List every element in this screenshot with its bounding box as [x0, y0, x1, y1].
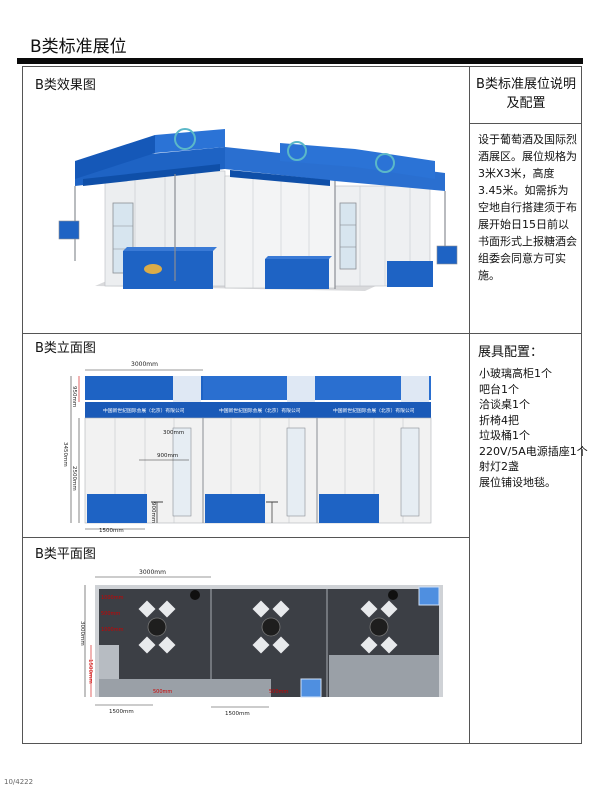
plan-table-set-3 — [360, 600, 398, 654]
booth-floor-plan: 3000mm 3000mm 1500mm 1000mm 500mm 1000mm… — [79, 569, 443, 717]
footer-mark: 10/4222 — [4, 778, 34, 786]
plan-dim-inner: 1000mm — [101, 627, 124, 633]
config-item: 220V/5A电源插座1个 — [479, 444, 588, 458]
side-header-divider — [469, 123, 582, 124]
content-frame: B类效果图 B类立面图 B类平面图 B类标准展位说明及配置 设于葡萄酒及国际烈酒… — [22, 66, 588, 744]
elev-dim-total: 3450mm — [62, 442, 68, 467]
elev-dim-counter-width: 900mm — [157, 453, 178, 459]
config-item: 垃圾桶1个 — [479, 429, 530, 442]
config-heading: 展具配置： — [478, 345, 544, 360]
plan-dim-bottom-mid: 1500mm — [225, 711, 250, 717]
config-item: 洽谈桌1个 — [479, 398, 530, 411]
config-item: 射灯2盏 — [479, 460, 519, 473]
config-item: 展位铺设地毯。 — [479, 475, 556, 489]
fascia-company: 中国新世纪国际会展（北京）有限公司 — [103, 407, 185, 414]
page-title: B类标准展位 — [30, 37, 127, 57]
column-divider — [469, 67, 470, 743]
plan-dim-inner: 500mm — [101, 611, 120, 617]
title-rule — [17, 58, 583, 64]
elev-dim-counter-height: 900mm — [150, 502, 156, 523]
elev-dim-wall: 2500mm — [71, 466, 77, 491]
config-list: 小玻璃高柜1个 吧台1个 洽谈桌1个 折椅4把 垃圾桶1个 220V/5A电源插… — [479, 366, 588, 490]
plan-dim-top: 3000mm — [139, 569, 166, 576]
elevation-section-label: B类立面图 — [35, 341, 96, 356]
render-section-label: B类效果图 — [35, 78, 96, 93]
plan-dim-inner: 1000mm — [101, 595, 124, 601]
plan-dim-wall-depth: 1500mm — [87, 659, 93, 684]
fascia-company: 中国新世纪国际会展（北京）有限公司 — [219, 407, 301, 414]
booth-elevation: 中国新世纪国际会展（北京）有限公司 中国新世纪国际会展（北京）有限公司 中国新世… — [62, 361, 432, 534]
plan-dim-inner: 500mm — [269, 689, 288, 695]
plan-table-set-2 — [252, 600, 290, 654]
config-item: 吧台1个 — [479, 382, 519, 396]
render-section-divider — [23, 333, 582, 334]
elev-dim-top: 3000mm — [131, 361, 158, 368]
fascia-company: 中国新世纪国际会展（北京）有限公司 — [333, 407, 415, 414]
elevation-section-divider — [23, 537, 469, 538]
plan-table-set-1 — [138, 600, 176, 654]
plan-section-label: B类平面图 — [35, 547, 96, 562]
elev-dim-header: 950mm — [71, 386, 77, 407]
plan-dim-inner: 500mm — [153, 689, 172, 695]
elev-dim-counter-depth: 300mm — [163, 430, 184, 436]
plan-dim-bottom-left: 1500mm — [109, 709, 134, 715]
side-description: 设于葡萄酒及国际烈酒展区。展位规格为3米X3米，高度3.45米。如需拆为空地自行… — [478, 133, 577, 282]
booth-rendering — [58, 128, 458, 291]
plan-dim-depth: 3000mm — [79, 621, 85, 646]
side-heading: B类标准展位说明及配置 — [476, 77, 576, 111]
elev-dim-bottom: 1500mm — [99, 528, 124, 534]
config-item: 小玻璃高柜1个 — [479, 367, 552, 380]
config-item: 折椅4把 — [479, 413, 519, 427]
